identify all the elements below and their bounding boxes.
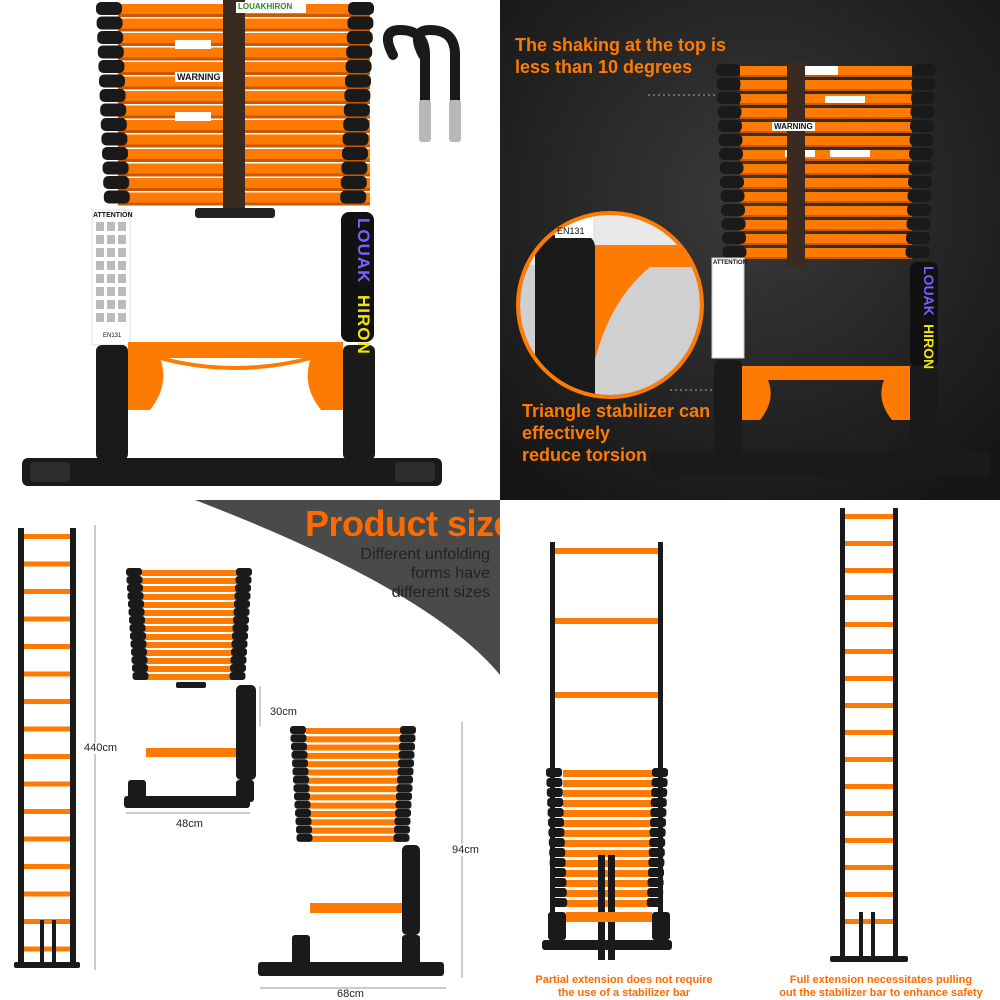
logo-label: LOUAKHIRON <box>238 2 293 11</box>
stabilizer-line-2: effectively <box>522 423 611 443</box>
dim-closed-height: 94cm <box>452 844 479 856</box>
caption-right-line-2: out the stabilizer bar to enhance safety <box>779 987 983 999</box>
stabilizer-line-3: reduce torsion <box>522 445 648 465</box>
stabilizer-note: Triangle stabilizer can effectively redu… <box>522 400 710 466</box>
p2-warning-label: WARNING <box>772 122 815 131</box>
retracted-ladder-illustration <box>22 0 461 486</box>
extension-modes-illustration <box>542 508 908 962</box>
subtitle-line-2: forms have <box>410 565 490 582</box>
dim-base-width: 68cm <box>337 988 364 1000</box>
product-size-title: Product size <box>305 503 514 544</box>
p2-attention-label: ATTENTION <box>713 260 747 266</box>
brand-name-left: LOUAK <box>354 218 373 284</box>
attention-label: ATTENTION <box>93 212 133 219</box>
p2-brand-vertical-label: LOUAK HIRON <box>911 266 937 369</box>
dim-rung-gap: 30cm <box>270 706 297 718</box>
product-size-subtitle: Different unfolding forms have different… <box>360 545 490 602</box>
caption-left-line-2: the use of a stabilizer bar <box>557 987 691 999</box>
dim-small-width: 48cm <box>176 818 203 830</box>
brand-name-right: HIRON <box>354 295 373 355</box>
p2-brand-right: HIRON <box>921 323 937 369</box>
standard-label: EN131 <box>103 333 122 339</box>
brand-vertical-label: LOUAK HIRON <box>343 218 373 355</box>
panel-extension-modes: Partial extension does not require the u… <box>500 500 1000 1000</box>
panel-stability: The shaking at the top is less than 10 d… <box>500 0 1000 500</box>
product-size-illustration <box>14 500 500 989</box>
subtitle-line-1: Different unfolding <box>360 546 490 563</box>
top-stability-headline: The shaking at the top is less than 10 d… <box>515 34 726 78</box>
headline-line-2: less than 10 degrees <box>515 57 693 77</box>
dim-full-height: 440cm <box>84 742 118 754</box>
warning-label: WARNING <box>175 72 223 82</box>
p2-brand-left: LOUAK <box>921 266 937 316</box>
zoom-standard-label: EN131 <box>557 226 585 236</box>
stabilizer-line-1: Triangle stabilizer can <box>522 401 711 421</box>
headline-line-1: The shaking at the top is <box>515 35 727 55</box>
caption-left-line-1: Partial extension does not require <box>535 974 713 986</box>
stability-illustration <box>500 0 1000 500</box>
caption-right-line-1: Full extension necessitates pulling <box>789 974 973 986</box>
caption-partial-extension: Partial extension does not require the u… <box>514 974 734 1000</box>
caption-full-extension: Full extension necessitates pulling out … <box>766 974 996 1000</box>
panel-product-size: Product size Different unfolding forms h… <box>0 500 514 1000</box>
panel-retracted-ladder: LOUAKHIRON WARNING ATTENTION EN131 LOUAK… <box>0 0 500 500</box>
subtitle-line-3: different sizes <box>391 584 490 601</box>
